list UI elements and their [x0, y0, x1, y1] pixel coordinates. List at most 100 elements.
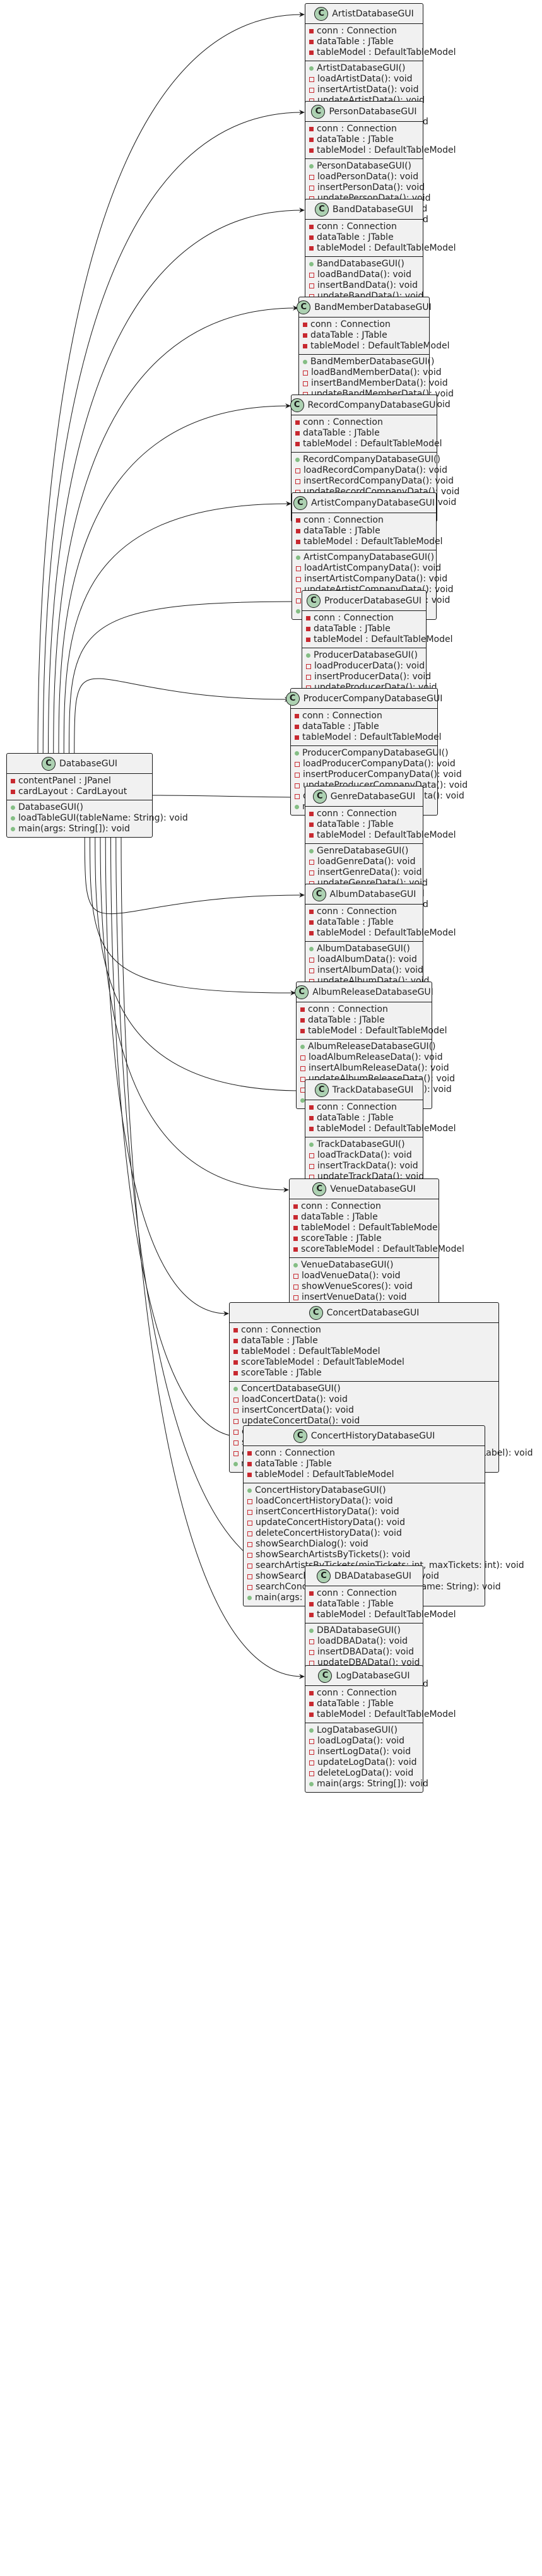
class-name: ProducerCompanyDatabaseGUI [303, 693, 443, 704]
edge-track-database-gui [95, 837, 303, 1091]
class-name: PersonDatabaseGUI [329, 106, 417, 117]
private-visibility-icon [247, 1563, 252, 1569]
method-row: loadVenueData(): void [293, 1271, 435, 1281]
public-visibility-icon [296, 555, 300, 560]
field-text: dataTable : JTable [317, 917, 394, 927]
method-text: loadLogData(): void [317, 1736, 405, 1746]
private-visibility-icon [247, 1499, 252, 1504]
class-stereotype-icon: C [293, 1429, 307, 1443]
field-text: dataTable : JTable [308, 1015, 385, 1025]
private-visibility-icon [300, 1055, 305, 1060]
method-row: RecordCompanyDatabaseGUI() [295, 454, 440, 465]
private-visibility-icon [11, 790, 15, 794]
method-row: insertGenreData(): void [309, 867, 421, 878]
private-visibility-icon [309, 1712, 314, 1717]
field-text: contentPanel : JPanel [18, 776, 111, 786]
private-visibility-icon [247, 1473, 252, 1477]
field-row: conn : Connection [295, 711, 433, 721]
method-row: insertAlbumData(): void [309, 965, 423, 976]
field-row: cardLayout : CardLayout [11, 786, 148, 797]
private-visibility-icon [309, 1613, 314, 1617]
edge-arrowhead [299, 1674, 305, 1679]
field-text: tableModel : DefaultTableModel [314, 634, 453, 644]
private-visibility-icon [309, 1116, 314, 1120]
field-row: dataTable : JTable [309, 1599, 419, 1610]
field-row: dataTable : JTable [309, 134, 419, 145]
class-name: BandMemberDatabaseGUI [314, 302, 432, 312]
class-name: GenreDatabaseGUI [330, 791, 416, 802]
method-row: insertPersonData(): void [309, 182, 425, 193]
class-stereotype-icon: C [311, 105, 326, 119]
public-visibility-icon [11, 816, 15, 821]
private-visibility-icon [233, 1371, 238, 1375]
private-visibility-icon [309, 1639, 314, 1644]
field-text: conn : Connection [317, 1588, 397, 1598]
method-row: insertProducerData(): void [306, 672, 431, 682]
method-text: insertConcertHistoryData(): void [256, 1507, 399, 1517]
field-text: conn : Connection [241, 1325, 321, 1335]
field-row: contentPanel : JPanel [11, 776, 148, 786]
private-visibility-icon [247, 1541, 252, 1547]
class-stereotype-icon: C [312, 790, 327, 804]
field-row: tableModel : DefaultTableModel [309, 145, 456, 156]
method-text: insertPersonData(): void [317, 182, 425, 193]
method-text: ArtistDatabaseGUI() [317, 63, 406, 73]
field-text: conn : Connection [317, 1102, 397, 1112]
private-visibility-icon [233, 1339, 238, 1343]
edge-arrowhead [223, 1311, 229, 1316]
private-visibility-icon [309, 859, 314, 865]
class-stereotype-icon: C [290, 398, 304, 412]
method-row: VenueDatabaseGUI() [293, 1260, 435, 1271]
private-visibility-icon [233, 1418, 239, 1424]
private-visibility-icon [296, 587, 301, 593]
field-text: conn : Connection [255, 1448, 335, 1458]
method-row: insertDBAData(): void [309, 1647, 419, 1658]
class-name: DatabaseGUI [59, 758, 118, 769]
field-row: tableModel : DefaultTableModel [293, 1223, 440, 1233]
private-visibility-icon [247, 1451, 252, 1456]
method-row: deleteLogData(): void [309, 1768, 419, 1779]
private-visibility-icon [295, 420, 300, 425]
class-name: AlbumDatabaseGUI [329, 889, 416, 899]
private-visibility-icon [309, 235, 314, 240]
field-row: dataTable : JTable [295, 428, 433, 439]
method-text: BandMemberDatabaseGUI() [310, 357, 435, 367]
method-row: loadArtistData(): void [309, 74, 419, 85]
method-row: loadAlbumReleaseData(): void [300, 1052, 443, 1063]
field-row: conn : Connection [309, 1588, 419, 1599]
public-visibility-icon [295, 805, 299, 809]
private-visibility-icon [295, 714, 299, 718]
method-row: TrackDatabaseGUI() [309, 1139, 419, 1150]
field-text: tableModel : DefaultTableModel [301, 1223, 440, 1233]
public-visibility-icon [296, 609, 300, 614]
private-visibility-icon [309, 76, 314, 82]
edge-album-release-database-gui [90, 837, 294, 994]
method-row: LogDatabaseGUI() [309, 1725, 419, 1736]
public-visibility-icon [309, 947, 314, 951]
methods-section: DatabaseGUI()loadTableGUI(tableName: Str… [7, 800, 188, 837]
private-visibility-icon [233, 1408, 239, 1413]
private-visibility-icon [309, 1153, 314, 1158]
private-visibility-icon [309, 185, 314, 191]
field-text: dataTable : JTable [317, 1599, 394, 1609]
class-stereotype-icon: C [317, 1569, 331, 1583]
edge-arrowhead [285, 403, 291, 408]
field-text: conn : Connection [317, 124, 397, 134]
field-text: conn : Connection [314, 613, 394, 623]
field-row: scoreTable : JTable [233, 1368, 495, 1379]
private-visibility-icon [309, 1738, 314, 1744]
method-row: updateConcertHistoryData(): void [247, 1517, 481, 1528]
method-row: BandDatabaseGUI() [309, 259, 419, 270]
edge-arrowhead [290, 990, 296, 995]
private-visibility-icon [296, 529, 300, 533]
edge-venue-database-gui [100, 837, 287, 1190]
field-text: dataTable : JTable [314, 624, 391, 634]
field-text: dataTable : JTable [317, 37, 394, 47]
